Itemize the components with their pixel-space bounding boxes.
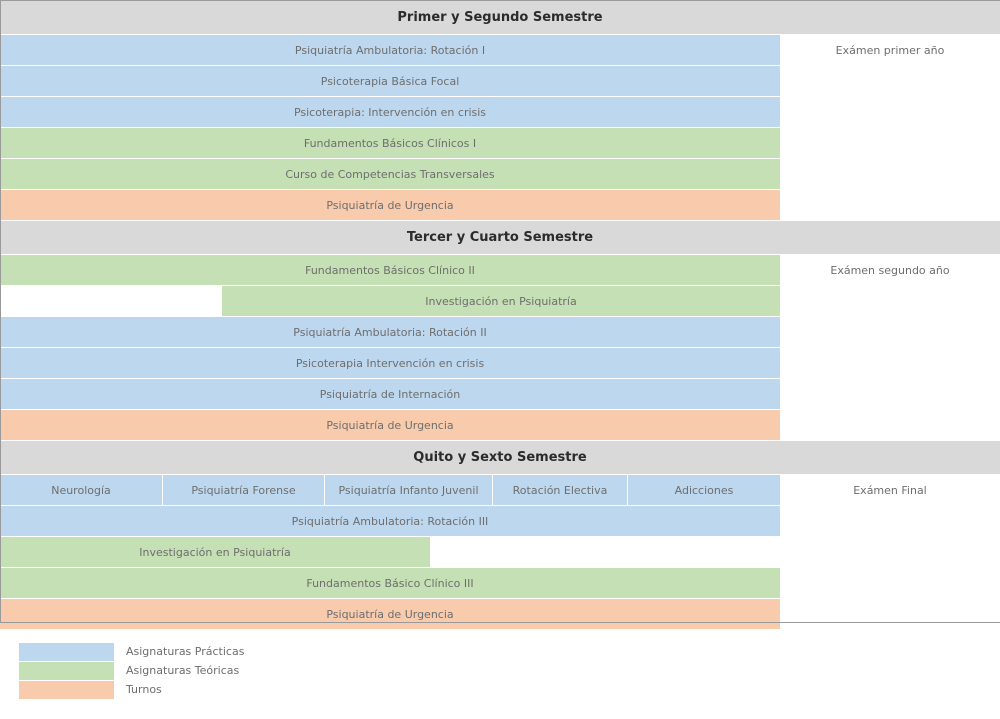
course-cell: Rotación Electiva <box>493 475 627 505</box>
legend-label: Turnos <box>126 683 162 696</box>
course-cell: Psiquiatría Ambulatoria: Rotación II <box>0 317 780 347</box>
course-cell: Psiquiatría de Urgencia <box>0 190 780 220</box>
section-header: Primer y Segundo Semestre <box>0 1 1000 34</box>
course-cell: Psiquiatría Ambulatoria: Rotación III <box>0 506 780 536</box>
legend-swatch-blue <box>19 643 114 661</box>
exam-label: Exámen Final <box>853 483 927 497</box>
course-cell: Investigación en Psiquiatría <box>222 286 780 316</box>
exam-label: Exámen segundo año <box>830 263 950 277</box>
course-cell: Curso de Competencias Transversales <box>0 159 780 189</box>
course-cell: Psicoterapia Básica Focal <box>0 66 780 96</box>
course-cell: Psicoterapia: Intervención en crisis <box>0 97 780 127</box>
course-cell: Psiquiatría de Urgencia <box>0 599 780 629</box>
course-cell: Fundamentos Básicos Clínicos I <box>0 128 780 158</box>
course-cell: Fundamentos Básicos Clínico II <box>0 255 780 285</box>
course-cell: Psiquiatría de Urgencia <box>0 410 780 440</box>
course-cell: Fundamentos Básico Clínico III <box>0 568 780 598</box>
course-cell: Neurología <box>0 475 162 505</box>
section-header: Quito y Sexto Semestre <box>0 441 1000 474</box>
exam-label: Exámen primer año <box>835 43 945 57</box>
legend-swatch-green <box>19 662 114 680</box>
course-cell: Investigación en Psiquiatría <box>0 537 430 567</box>
course-cell: Psicoterapia Intervención en crisis <box>0 348 780 378</box>
legend-swatch-orange <box>19 681 114 699</box>
course-cell: Psiquiatría Infanto Juvenil <box>325 475 492 505</box>
section-header: Tercer y Cuarto Semestre <box>0 221 1000 254</box>
course-cell: Adicciones <box>628 475 780 505</box>
legend-label: Asignaturas Prácticas <box>126 645 245 658</box>
course-cell: Psiquiatría Ambulatoria: Rotación I <box>0 35 780 65</box>
legend-label: Asignaturas Teóricas <box>126 664 240 677</box>
course-cell: Psiquiatría de Internación <box>0 379 780 409</box>
course-cell: Psiquiatría Forense <box>163 475 324 505</box>
